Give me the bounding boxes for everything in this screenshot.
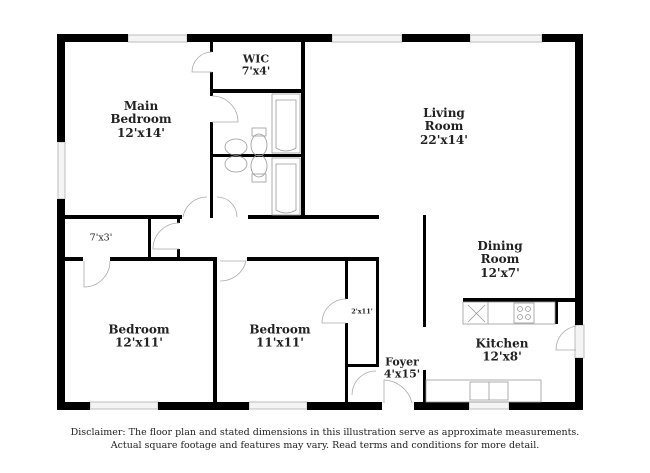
room-dims: 12'x11' <box>115 336 163 350</box>
label-bedroom-3-closet: 2'x11' <box>351 307 373 316</box>
room-name: Room <box>424 119 464 134</box>
room-name: WIC <box>242 52 270 66</box>
disclaimer-line-1: Disclaimer: The floor plan and stated di… <box>70 427 580 438</box>
range <box>513 302 535 324</box>
window-main-bedroom-top <box>127 34 188 43</box>
window-bedroom-3-bottom <box>248 401 308 410</box>
room-name: Dining <box>477 238 523 253</box>
label-kitchen: Kitchen 12'x8' <box>475 336 529 365</box>
room-name: Bedroom <box>108 322 170 337</box>
window-main-bedroom-left <box>57 141 66 200</box>
door-wic <box>191 51 213 73</box>
door-bed-3 <box>219 260 247 282</box>
door-front <box>383 379 413 404</box>
toilet-2 <box>250 154 268 178</box>
room-name: Bedroom <box>110 112 172 127</box>
doors <box>83 51 577 404</box>
room-name: Foyer <box>385 355 419 369</box>
door-closet-hall <box>152 222 180 250</box>
window-kitchen-bottom <box>468 401 510 410</box>
door-frame-kitchen-side <box>574 324 585 359</box>
door-foyer-closet <box>351 370 377 396</box>
window-bedroom-2-bottom <box>89 401 159 410</box>
label-hall-closet: 7'x3' <box>89 232 113 245</box>
room-dims: 12'x7' <box>480 265 520 280</box>
sink-1 <box>224 138 248 156</box>
door-bath-2 <box>216 196 238 218</box>
room-name: Living <box>423 105 465 120</box>
room-dims: 22'x14' <box>420 132 468 147</box>
fixtures <box>224 93 556 403</box>
window-living-top-1 <box>331 34 403 43</box>
label-living-room: Living Room 22'x14' <box>420 105 468 147</box>
disclaimer-line-2: Actual square footage and features may v… <box>110 439 540 451</box>
room-dims: 7'x3' <box>89 232 113 244</box>
walls <box>57 34 583 410</box>
window-living-top-2 <box>469 34 543 43</box>
room-name: Kitchen <box>475 336 529 351</box>
kitchen-counter-bottom <box>425 379 542 403</box>
label-foyer: Foyer 4'x15' <box>383 355 421 382</box>
label-main-bedroom: Main Bedroom 12'x14' <box>110 98 172 140</box>
kitchen-counter-top <box>462 301 556 325</box>
room-dims: 7'x4' <box>241 65 271 78</box>
disclaimer: Disclaimer: The floor plan and stated di… <box>0 427 650 453</box>
room-dims: 12'x14' <box>117 125 165 140</box>
door-kitchen-side <box>555 325 577 351</box>
room-name: Room <box>480 252 520 267</box>
door-main-bed <box>182 196 208 218</box>
room-dims: 4'x15' <box>383 368 421 381</box>
bathtub-1 <box>271 93 301 154</box>
door-bath-1 <box>211 95 239 123</box>
room-dims: 12'x8' <box>482 350 522 364</box>
door-closet-bed-3 <box>321 298 347 324</box>
door-bed-2 <box>83 260 111 288</box>
toilet-1 <box>250 133 268 157</box>
label-bedroom-3: Bedroom 11'x11' <box>249 322 311 351</box>
room-name: Main <box>123 98 159 113</box>
bathtub-2 <box>271 157 301 216</box>
room-dims: 11'x11' <box>256 336 304 350</box>
room-name: Bedroom <box>249 322 311 337</box>
label-wic: WIC 7'x4' <box>241 52 271 79</box>
label-bedroom-2: Bedroom 12'x11' <box>108 322 170 351</box>
label-dining-room: Dining Room 12'x7' <box>477 238 523 280</box>
room-dims: 2'x11' <box>351 307 373 316</box>
sink-2 <box>224 155 248 173</box>
